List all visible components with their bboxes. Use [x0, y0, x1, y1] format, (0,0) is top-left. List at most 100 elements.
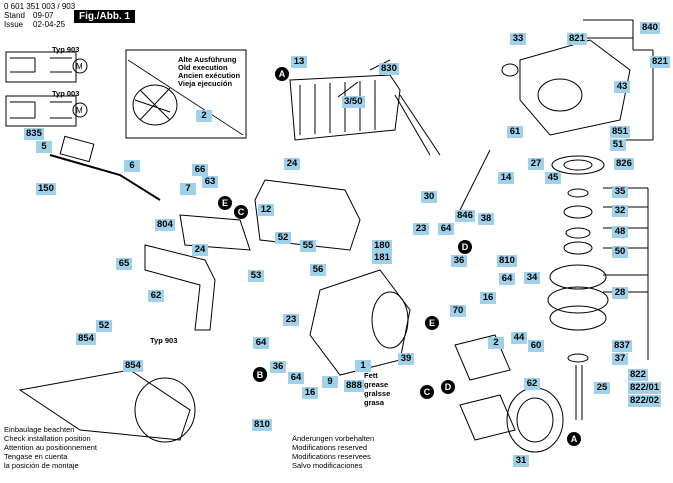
part-label: 821 — [567, 33, 587, 45]
part-label: 854 — [76, 333, 96, 345]
part-label: 33 — [510, 33, 526, 45]
part-label: 810 — [252, 419, 272, 431]
part-label: 36 — [270, 361, 286, 373]
old-execution-es: Vieja ejecución — [178, 79, 233, 88]
grease-note-2: grease — [364, 380, 389, 389]
part-label: 24 — [284, 158, 300, 170]
grease-note-4: grasa — [364, 398, 385, 407]
part-label: 56 — [310, 264, 326, 276]
part-label: 23 — [283, 314, 299, 326]
part-label: 64 — [499, 273, 515, 285]
part-label: 52 — [275, 232, 291, 244]
part-number: 0 601 351 003 / 903 — [4, 2, 76, 11]
old-execution-box — [125, 49, 247, 139]
typ-label-bottom: Typ 903 — [150, 336, 178, 345]
part-label: 888 — [344, 380, 364, 392]
part-label: 9 — [322, 376, 338, 388]
part-label: 64 — [288, 372, 304, 384]
mods-note-2: Modifications reserved — [292, 443, 368, 452]
part-label: 846 — [455, 210, 475, 222]
part-label: 64 — [253, 337, 269, 349]
part-label: 62 — [524, 378, 540, 390]
part-label: 840 — [640, 22, 660, 34]
svg-text:M: M — [76, 62, 83, 71]
install-note-2: Check installation position — [4, 434, 91, 443]
mods-note-3: Modifications reservees — [292, 452, 371, 461]
circle-letter: A — [567, 432, 581, 446]
part-label: 5 — [36, 141, 52, 153]
circle-letter: D — [458, 240, 472, 254]
part-label: 64 — [438, 223, 454, 235]
part-label: 60 — [528, 340, 544, 352]
install-note-1: Einbaulage beachten — [4, 425, 75, 434]
part-label: 37 — [612, 353, 628, 365]
stand-value: 09-07 — [33, 11, 54, 20]
part-label: 830 — [379, 63, 399, 75]
part-label: 150 — [36, 183, 56, 195]
part-label: 835 — [24, 128, 44, 140]
part-label: 822/02 — [628, 395, 662, 407]
circle-letter: D — [441, 380, 455, 394]
part-label: 822/01 — [628, 382, 662, 394]
part-label: 44 — [511, 332, 527, 344]
mods-note-1: Änderungen vorbehalten — [292, 434, 375, 443]
part-label: 821 — [650, 56, 670, 68]
circle-letter: C — [234, 205, 248, 219]
part-label: 53 — [248, 270, 264, 282]
part-label: 837 — [612, 340, 632, 352]
part-label: 854 — [123, 360, 143, 372]
part-label: 13 — [291, 56, 307, 68]
part-label: 39 — [398, 353, 414, 365]
part-label: 810 — [497, 255, 517, 267]
part-label: 822 — [628, 369, 648, 381]
part-label: 63 — [202, 176, 218, 188]
part-label: 65 — [116, 258, 132, 270]
figure-title: Fig./Abb. 1 — [74, 10, 136, 23]
part-label: 50 — [612, 246, 628, 258]
typ-label-top: Typ 903 — [52, 45, 80, 54]
issue-label: Issue — [4, 20, 24, 29]
part-label: 66 — [192, 164, 208, 176]
part-label: 6 — [124, 160, 140, 172]
part-label: 28 — [612, 287, 628, 299]
part-label: 851 — [610, 126, 630, 138]
svg-text:M: M — [76, 106, 83, 115]
part-label: 181 — [372, 252, 392, 264]
part-label: 55 — [300, 240, 316, 252]
circle-letter: E — [425, 316, 439, 330]
part-label: 3/50 — [342, 96, 365, 108]
circle-letter: C — [420, 385, 434, 399]
old-execution-de: Alte Ausführung — [178, 55, 237, 64]
part-label: 52 — [96, 320, 112, 332]
part-label: 38 — [478, 213, 494, 225]
grease-note-1: Fett — [364, 371, 378, 380]
part-label: 180 — [372, 240, 392, 252]
part-label: 2 — [488, 337, 504, 349]
mods-note-4: Salvo modificaciones — [292, 461, 363, 470]
part-label: 43 — [614, 81, 630, 93]
old-execution-fr: Ancien exécution — [178, 71, 241, 80]
part-label: 48 — [612, 226, 628, 238]
wiring-box-top — [5, 51, 77, 83]
part-label: 16 — [302, 387, 318, 399]
old-execution-en: Old execution — [178, 63, 228, 72]
stand-label: Stand — [4, 11, 25, 20]
part-label: 51 — [610, 139, 626, 151]
part-label: 30 — [421, 191, 437, 203]
circle-letter: E — [218, 196, 232, 210]
part-label: 27 — [528, 158, 544, 170]
circle-letter: B — [253, 368, 267, 382]
issue-value: 02-04-25 — [33, 20, 66, 29]
part-label: 45 — [545, 172, 561, 184]
part-label: 24 — [192, 244, 208, 256]
part-label: 804 — [155, 219, 175, 231]
part-label: 12 — [258, 204, 274, 216]
part-label: 14 — [498, 172, 514, 184]
part-label: 35 — [612, 186, 628, 198]
install-note-4: Tengase en cuenta — [4, 452, 68, 461]
part-label: 826 — [614, 158, 634, 170]
part-label: 31 — [513, 455, 529, 467]
wiring-box-bottom — [5, 95, 77, 127]
part-label: 32 — [612, 205, 628, 217]
